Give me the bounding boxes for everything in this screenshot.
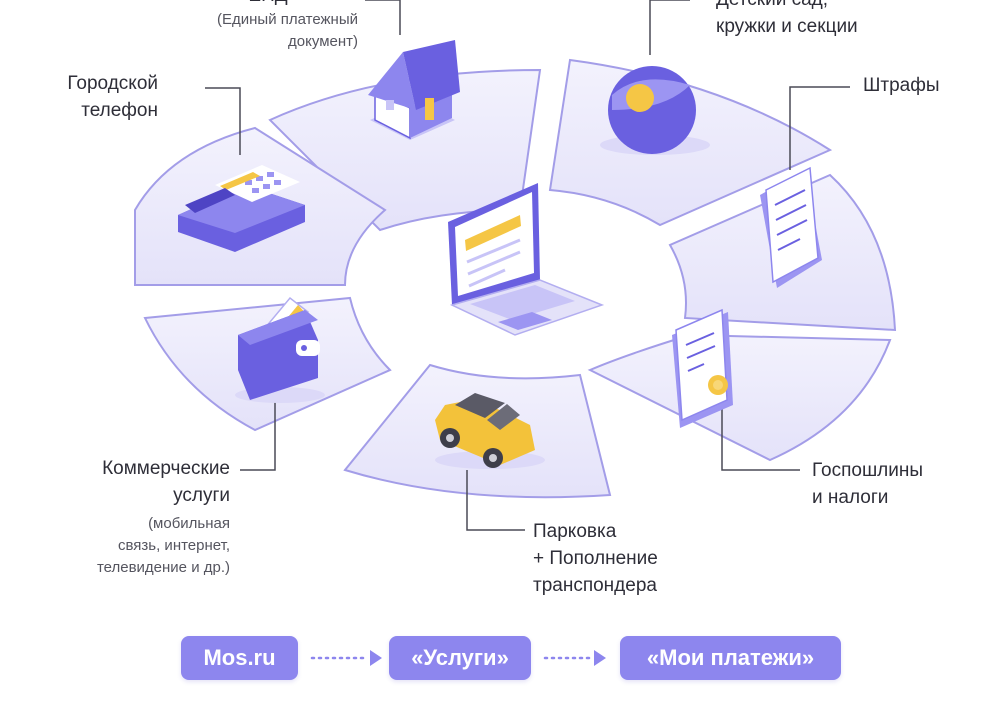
label-fees-line1: Госпошлины xyxy=(812,460,924,481)
label-enp-sub1: (Единый платежный xyxy=(217,11,358,28)
label-parking-line3: транспондера xyxy=(533,575,657,596)
connector-fines xyxy=(789,86,850,170)
label-parking-line1: Парковка xyxy=(533,521,617,542)
connector-parking xyxy=(466,470,525,531)
label-fines: Штрафы xyxy=(863,72,940,99)
label-kindergarten-line1: Детский сад, xyxy=(716,0,858,13)
label-commercial-sub1: (мобильная xyxy=(148,515,230,532)
connector-phone xyxy=(205,87,241,155)
label-enp-sub2: документ) xyxy=(288,33,358,50)
label-phone: Городской телефон xyxy=(40,70,158,124)
receipt-icon xyxy=(760,166,822,288)
label-enp-title: ЕПД xyxy=(178,0,358,9)
label-fines-line1: Штрафы xyxy=(863,75,940,96)
connector-kindergarten xyxy=(649,0,690,55)
connector-lines xyxy=(205,0,850,531)
arrow-2 xyxy=(543,650,606,666)
label-phone-line1: Городской xyxy=(67,73,158,94)
segment-enp xyxy=(268,68,542,232)
flow-arrows xyxy=(310,650,606,666)
label-enp: ЕПД (Единый платежный документ) xyxy=(178,0,358,53)
connector-fees xyxy=(721,400,800,471)
label-commercial-sub3: телевидение и др.) xyxy=(96,559,230,576)
car-icon xyxy=(435,393,545,469)
arrow-1 xyxy=(310,650,382,666)
label-commercial-line2: услуги xyxy=(173,485,230,506)
phone-icon xyxy=(178,165,305,252)
label-fees-line2: и налоги xyxy=(812,487,889,508)
document-icon xyxy=(672,308,733,428)
step-mos-ru[interactable]: Mos.ru xyxy=(181,636,298,680)
label-commercial: Коммерческие услуги (мобильная связь, ин… xyxy=(30,455,230,579)
house-icon xyxy=(368,40,460,140)
label-fees: Госпошлины и налоги xyxy=(812,457,923,511)
connector-commercial xyxy=(240,400,276,471)
segment-fees xyxy=(587,333,892,462)
laptop-icon xyxy=(448,183,605,336)
step-services[interactable]: «Услуги» xyxy=(389,636,531,680)
connector-enp xyxy=(365,0,401,35)
label-kindergarten: Детский сад, кружки и секции xyxy=(716,0,858,40)
wallet-icon xyxy=(235,296,325,403)
ball-icon xyxy=(600,66,710,155)
label-parking-line2: + Пополнение xyxy=(533,548,658,569)
label-parking: Парковка + Пополнение транспондера xyxy=(533,518,658,599)
label-phone-line2: телефон xyxy=(81,100,158,121)
label-commercial-line1: Коммерческие xyxy=(102,458,230,479)
label-commercial-sub2: связь, интернет, xyxy=(117,537,230,554)
step-my-payments[interactable]: «Мои платежи» xyxy=(620,636,841,680)
label-kindergarten-line2: кружки и секции xyxy=(716,16,858,37)
